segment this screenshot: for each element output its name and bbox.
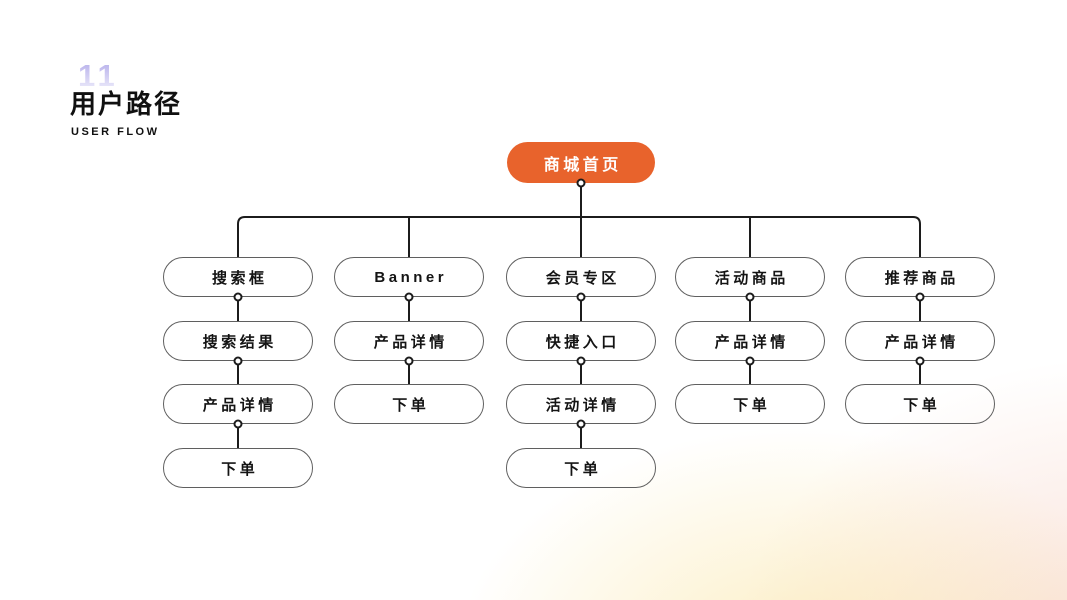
flow-node: 下单: [845, 384, 995, 424]
flow-node: 活动商品: [675, 257, 825, 297]
flow-node: 下单: [163, 448, 313, 488]
flow-node: 产品详情: [675, 321, 825, 361]
flow-node: Banner: [334, 257, 484, 297]
flow-node: 产品详情: [845, 321, 995, 361]
flow-node: 下单: [675, 384, 825, 424]
page-title: 用户路径: [70, 89, 183, 119]
flow-node: 下单: [506, 448, 656, 488]
flow-node: 活动详情: [506, 384, 656, 424]
flow-node-root: 商城首页: [507, 142, 655, 183]
flow-node: 产品详情: [163, 384, 313, 424]
header: 11 用户路径 USER FLOW: [70, 60, 390, 150]
flow-node: 搜索结果: [163, 321, 313, 361]
flow-node: 推荐商品: [845, 257, 995, 297]
slide-number: 11: [78, 58, 119, 93]
flow-node: 搜索框: [163, 257, 313, 297]
flow-node: 下单: [334, 384, 484, 424]
flow-node: 快捷入口: [506, 321, 656, 361]
flow-node: 会员专区: [506, 257, 656, 297]
flow-node: 产品详情: [334, 321, 484, 361]
page-subtitle: USER FLOW: [71, 126, 160, 138]
